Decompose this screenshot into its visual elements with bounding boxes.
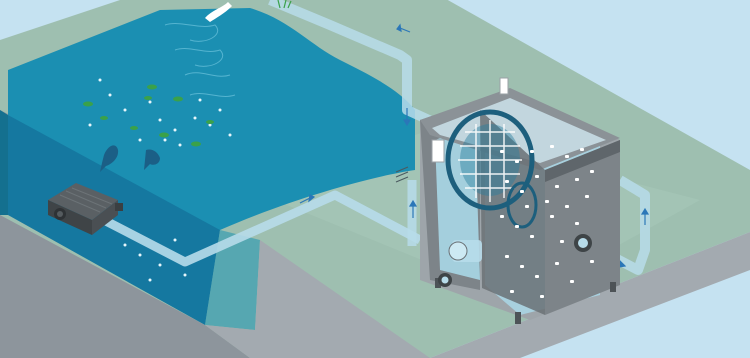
pond-cross-section-back bbox=[0, 110, 8, 215]
